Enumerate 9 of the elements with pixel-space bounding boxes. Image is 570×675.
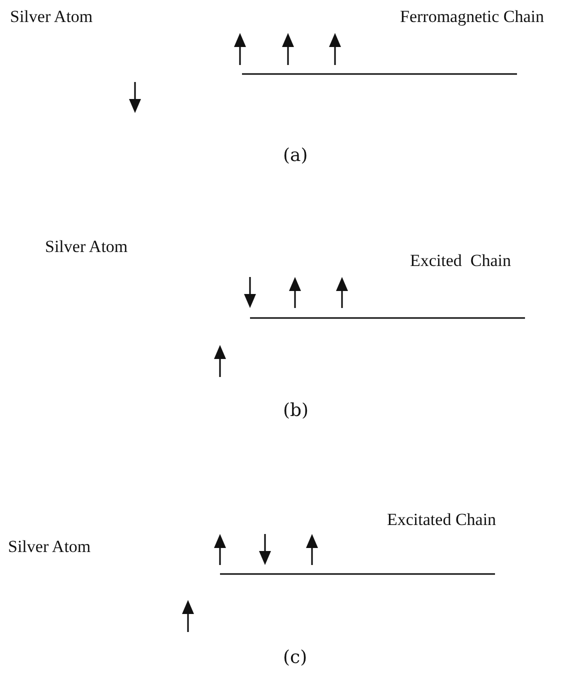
text-label: Excitated Chain (387, 511, 496, 530)
panel-caption: (c) (283, 648, 308, 668)
text-label: Silver Atom (8, 538, 91, 557)
panel-caption: (b) (283, 401, 309, 421)
text-label: Excited Chain (410, 252, 512, 271)
text-label: Ferromagnetic Chain (400, 8, 544, 27)
panel-caption: (a) (283, 146, 308, 166)
text-label: Silver Atom (10, 8, 93, 27)
text-label: Silver Atom (45, 238, 128, 257)
